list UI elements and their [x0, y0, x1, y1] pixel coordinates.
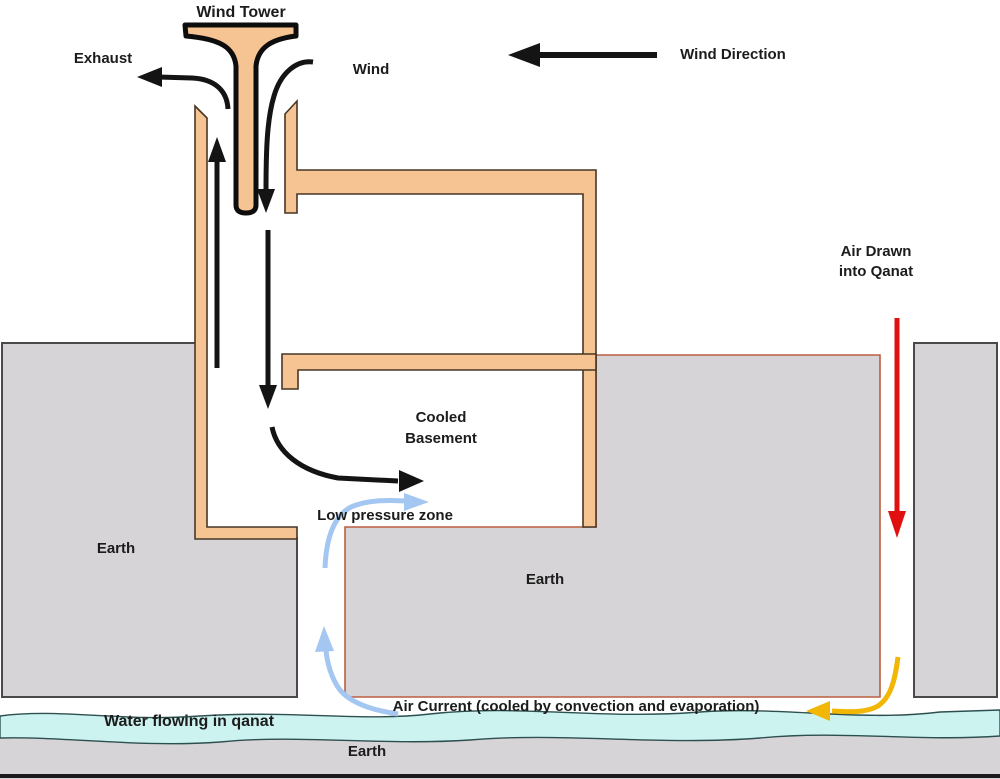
air-drawn-label-line2: into Qanat	[838, 263, 914, 280]
wind-direction-arrow	[508, 43, 657, 67]
wind-inflow-arrow	[257, 59, 314, 213]
downdraft-arrow	[259, 230, 277, 409]
basement-airflow-arrow	[269, 426, 424, 492]
wind-tower-label: Wind Tower	[196, 4, 286, 21]
qanat-water	[0, 709, 1000, 745]
earth-middle-label: Earth	[525, 571, 565, 588]
cooled-air-rise-arrow	[315, 626, 399, 717]
air-current-label: Air Current (cooled by convection and ev…	[392, 698, 760, 715]
wind-catcher-funnel	[182, 22, 299, 216]
wind-label: Wind	[352, 61, 390, 78]
updraft-arrow	[208, 137, 226, 368]
qanat-air-current-arrow	[806, 656, 901, 721]
exhaust-arrow	[137, 67, 231, 110]
earth-bottom-label: Earth	[347, 743, 387, 760]
wind-direction-label: Wind Direction	[680, 46, 786, 63]
low-pressure-zone-label: Low pressure zone	[317, 507, 453, 524]
air-drawn-arrow	[888, 318, 906, 538]
tower-right-wall-roof-and-house-wall	[284, 98, 597, 528]
earth-block-right	[913, 342, 998, 698]
air-drawn-label-line1: Air Drawn	[840, 243, 912, 260]
low-pressure-inflow-arrow	[322, 493, 429, 569]
cooled-basement-label-line1: Cooled	[415, 409, 467, 426]
tower-left-wall-and-basement-slab	[194, 104, 298, 540]
floor-slab	[281, 353, 597, 390]
cooled-basement-label: Cooled Basement	[405, 407, 477, 449]
earth-block-left	[1, 342, 298, 698]
earth-left-label: Earth	[96, 540, 136, 557]
exhaust-label: Exhaust	[73, 50, 133, 67]
cooled-basement-label-line2: Basement	[405, 430, 477, 447]
air-drawn-label: Air Drawn into Qanat	[839, 242, 913, 282]
water-flowing-label: Water flowing in qanat	[103, 713, 275, 730]
